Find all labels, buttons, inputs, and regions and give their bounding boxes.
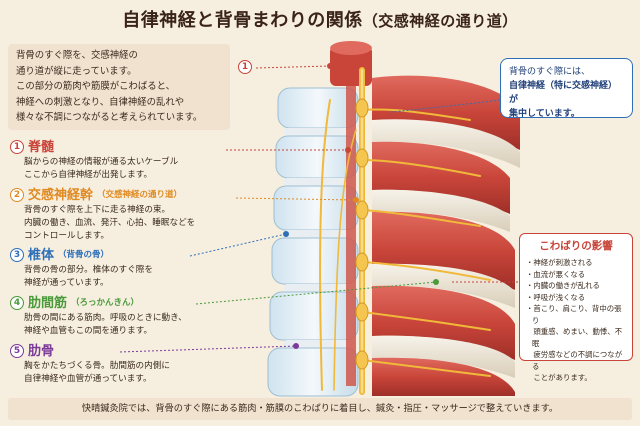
kowabari-box: こわばりの影響 ・神経が刺激される ・血流が悪くなる ・内臓の働きが乱れる ・呼… xyxy=(519,233,633,382)
callout-line-1: 背骨のすぐ際には、 xyxy=(509,67,591,77)
section-desc: ここから自律神経が出発します。 xyxy=(24,170,153,180)
kowabari-item: 疲労感などの不調につながる xyxy=(526,350,623,371)
ganglion xyxy=(355,98,369,118)
vertebra xyxy=(269,291,359,341)
intro-line: 様々な不調につながると考えられています。 xyxy=(16,112,203,123)
intro-line: この部分の筋肉や筋膜がこわばると、 xyxy=(16,81,176,92)
ganglion xyxy=(355,302,369,322)
rib xyxy=(372,119,520,168)
kowabari-item: ・血流が悪くなる xyxy=(526,269,586,279)
ganglion xyxy=(355,252,369,272)
rib xyxy=(372,189,510,232)
leader-line-3 xyxy=(189,233,287,257)
section-desc: コントロールします。 xyxy=(24,231,110,241)
kowabari-title: こわばりの影響 xyxy=(539,240,613,252)
leader-line-5 xyxy=(119,345,297,353)
section-sympathetic-trunk: 2 交感神経幹 （交感神経の通り道） 背骨のすぐ際を上下に走る神経の束。 内臓の… xyxy=(10,188,250,243)
intervertebral-disc xyxy=(284,340,354,348)
rib xyxy=(372,335,515,378)
section-desc: 神経や血管もこの間を通ります。 xyxy=(24,326,153,336)
kowabari-item: ことがあります。 xyxy=(526,373,592,382)
section-sub: （ろっかんきん） xyxy=(71,297,140,308)
section-intercostal-muscle: 4 肋間筋 （ろっかんきん） 肋骨の間にある筋肉。呼吸のときに動き、 神経や血管… xyxy=(10,296,250,338)
section-name: 椎体 xyxy=(28,247,55,263)
callout-box: 背骨のすぐ際には、 自律神経（特に交感神経）が 集中しています。 xyxy=(500,58,633,119)
kowabari-item: ・首こり、肩こり、背中の張り xyxy=(526,304,622,325)
intercostal-muscle xyxy=(372,357,515,396)
marker-1: 1 xyxy=(238,60,252,74)
section-number: 1 xyxy=(10,140,24,154)
leader-line-1-top xyxy=(255,65,331,69)
section-number: 5 xyxy=(10,344,24,358)
section-desc: 背骨のすぐ際を上下に走る神経の束。 xyxy=(24,205,171,215)
section-name: 脊髄 xyxy=(28,139,55,155)
section-name: 肋骨 xyxy=(28,343,55,359)
vertebra xyxy=(273,185,359,231)
section-desc: 自律神経や血管が通っています。 xyxy=(24,374,152,384)
section-number: 4 xyxy=(10,296,24,310)
vertebral-column xyxy=(267,87,359,397)
section-desc: 肋骨の間にある筋肉。呼吸のときに動き、 xyxy=(24,313,187,323)
section-desc: 内臓の働き、血流、発汗、心拍、睡眠などを xyxy=(24,218,196,228)
section-spinal-cord: 1 脊髄 脳からの神経の情報が通る太いケーブル ここから自律神経が出発します。 xyxy=(10,140,250,182)
callout-line-2: 自律神経（特に交感神経）が xyxy=(509,81,618,105)
ganglia xyxy=(355,98,369,370)
section-rib: 5 肋骨 胸をかたちづくる骨。肋間筋の内側に 自律神経や血管が通っています。 xyxy=(10,344,250,386)
section-name: 肋間筋 xyxy=(28,295,68,311)
leader-line-callout xyxy=(391,99,501,113)
intro-line: 神経への刺激となり、自律神経の乱れや xyxy=(16,96,185,108)
section-desc: 背骨の骨の部分。椎体のすぐ際を xyxy=(24,265,153,275)
section-number: 2 xyxy=(10,188,24,202)
intro-line: 通り道が縦に走っています。 xyxy=(16,65,137,77)
ganglion xyxy=(355,350,369,370)
section-sub: （背骨の骨） xyxy=(58,249,110,260)
ganglion xyxy=(355,148,369,168)
section-vertebral-body: 3 椎体 （背骨の骨） 背骨の骨の部分。椎体のすぐ際を 神経が通っています。 xyxy=(10,248,250,290)
vertebra xyxy=(267,347,359,397)
callout-line-3: 集中しています。 xyxy=(509,109,580,119)
ganglion xyxy=(355,200,369,220)
intercostal-muscle xyxy=(372,141,510,214)
section-desc: 胸をかたちづくる骨。肋間筋の内側に xyxy=(24,361,170,371)
rib-cage xyxy=(372,75,520,396)
intro-box: 背骨のすぐ際を、交感神経の 通り道が縦に走っています。 この部分の筋肉や筋膜がこ… xyxy=(8,44,230,130)
section-desc: 神経が通っています。 xyxy=(24,278,109,288)
intervertebral-disc xyxy=(284,230,354,238)
vertebra xyxy=(271,237,359,285)
intervertebral-disc xyxy=(284,128,354,136)
intro-line: 背骨のすぐ際を、交感神経の xyxy=(16,50,138,61)
rib xyxy=(372,263,515,308)
page-title: 自律神経と背骨まわりの関係（交感神経の通り道） xyxy=(0,6,640,32)
kowabari-item: ・呼吸が浅くなる xyxy=(526,292,586,302)
kowabari-item: ・内臓の働きが乱れる xyxy=(526,281,600,290)
kowabari-list: ・神経が刺激される ・血流が悪くなる ・内臓の働きが乱れる ・呼吸が浅くなる ・… xyxy=(526,257,626,384)
leader-line-4 xyxy=(195,281,437,305)
sympathetic-trunk xyxy=(319,67,491,395)
section-number: 3 xyxy=(10,248,24,262)
footer-message: 快晴鍼灸院では、背骨のすぐ際にある筋肉・筋膜のこわばりに着目し、鍼灸・指圧・マッ… xyxy=(8,398,632,420)
section-desc: 脳からの神経の情報が通る太いケーブル xyxy=(24,157,179,167)
title-sub: （交感神経の通り道） xyxy=(362,12,518,30)
section-sub: （交感神経の通り道） xyxy=(97,189,183,200)
intervertebral-disc xyxy=(284,178,354,186)
leader-dots xyxy=(283,63,439,349)
title-main: 自律神経と背骨まわりの関係 xyxy=(122,10,363,31)
kowabari-item: ・神経が刺激される xyxy=(526,258,593,267)
intercostal-muscle xyxy=(372,211,515,290)
leader-line-2 xyxy=(235,197,357,201)
leader-lines xyxy=(119,65,519,353)
kowabari-item: 頭重感、めまい、動悸、不眠 xyxy=(526,327,623,348)
section-name: 交感神経幹 xyxy=(28,187,94,203)
